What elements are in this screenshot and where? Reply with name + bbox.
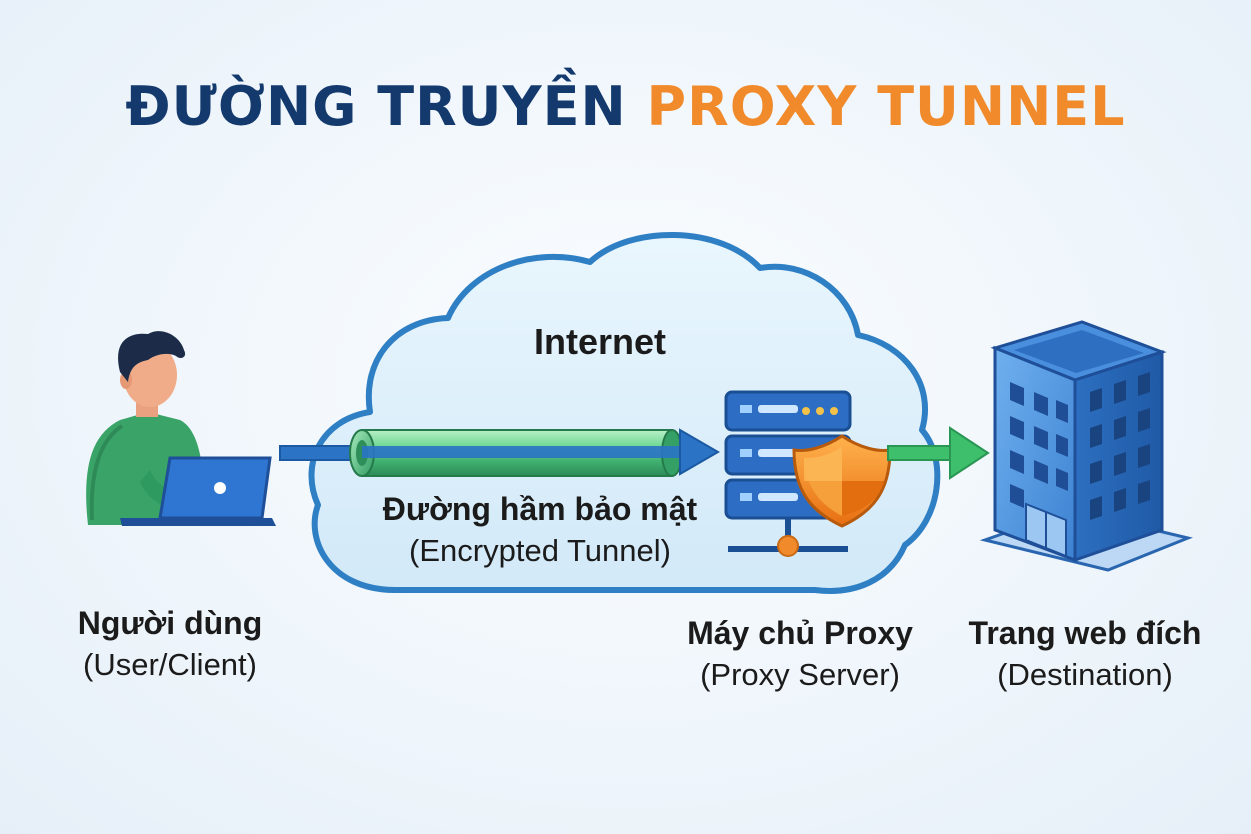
server-shield-icon	[724, 390, 892, 557]
tunnel-label-main: Đường hầm bảo mật	[382, 491, 698, 527]
proxy-label-sub: (Proxy Server)	[700, 657, 900, 692]
destination-label: Trang web đích (Destination)	[950, 612, 1220, 696]
proxy-label-main: Máy chủ Proxy	[687, 615, 913, 651]
user-label: Người dùng (User/Client)	[40, 602, 300, 686]
internet-label: Internet	[533, 321, 666, 362]
destination-label-sub: (Destination)	[997, 657, 1173, 692]
user-label-sub: (User/Client)	[83, 647, 257, 682]
diagram-title: ĐƯỜNG TRUYỀN PROXY TUNNEL	[0, 72, 1251, 142]
building-icon	[979, 320, 1193, 572]
encrypted-tunnel-tube	[349, 428, 720, 477]
destination-label-main: Trang web đích	[968, 615, 1202, 651]
tunnel-label: Đường hầm bảo mật (Encrypted Tunnel)	[340, 488, 740, 572]
user-label-main: Người dùng	[77, 605, 263, 641]
user-laptop-icon	[86, 331, 276, 526]
tunnel-label-sub: (Encrypted Tunnel)	[409, 533, 671, 568]
proxy-label: Máy chủ Proxy (Proxy Server)	[660, 612, 940, 696]
user-to-tunnel-arrow	[279, 445, 361, 461]
title-part-2: PROXY TUNNEL	[646, 75, 1126, 138]
title-part-1: ĐƯỜNG TRUYỀN	[125, 75, 627, 138]
proxy-to-destination-arrow	[887, 426, 990, 480]
